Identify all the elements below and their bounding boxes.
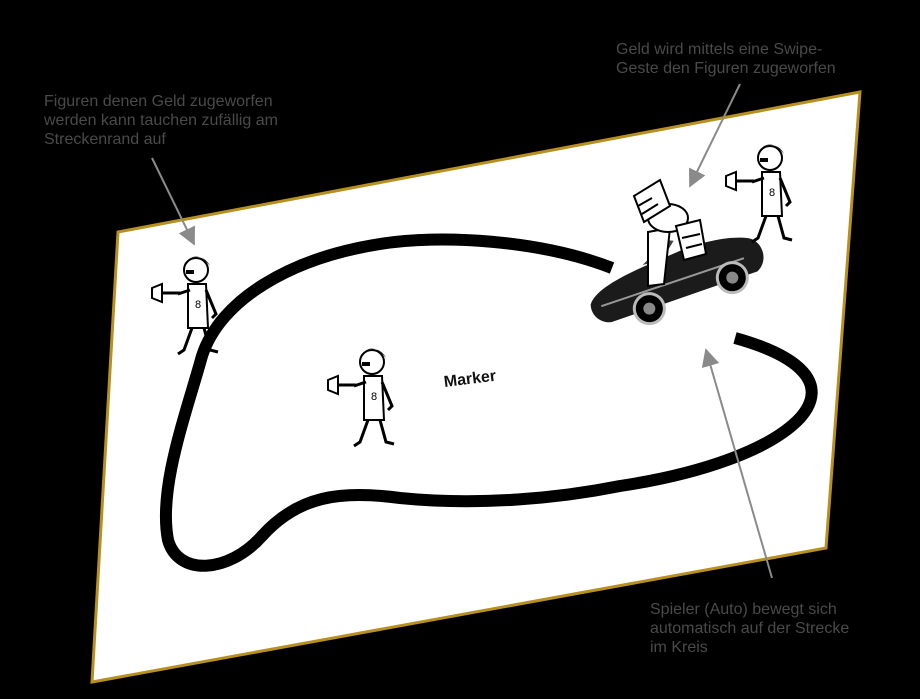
money-annotation: Geld wird mittels eine Swipe- Geste den …	[616, 40, 836, 78]
player-annotation-line-3: im Kreis	[650, 638, 849, 657]
figures-annotation-line-2: werden kann tauchen zufällig am	[44, 111, 278, 130]
player-annotation-line-2: automatisch auf der Strecke	[650, 619, 849, 638]
figures-annotation-line-1: Figuren denen Geld zugeworfen	[44, 92, 278, 111]
money-annotation-line-1: Geld wird mittels eine Swipe-	[616, 40, 836, 59]
money-annotation-line-2: Geste den Figuren zugeworfen	[616, 59, 836, 78]
player-annotation-line-1: Spieler (Auto) bewegt sich	[650, 600, 849, 619]
figures-annotation: Figuren denen Geld zugeworfen werden kan…	[44, 92, 278, 149]
figures-annotation-line-3: Streckenrand auf	[44, 130, 278, 149]
player-annotation: Spieler (Auto) bewegt sich automatisch a…	[650, 600, 849, 657]
